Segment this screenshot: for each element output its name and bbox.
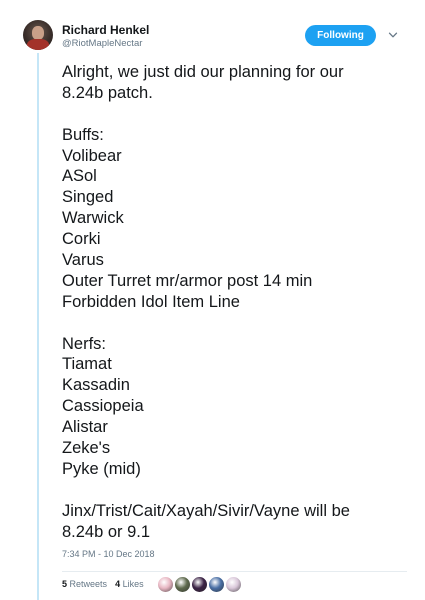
tweet-line: Nerfs: [62,334,107,353]
likes-count: 4 [115,579,121,589]
retweets-label: Retweets [69,579,108,589]
tweet-blank-line [62,313,407,334]
tweet-line: Corki [62,230,101,249]
avatar-shirt [27,39,49,50]
tweet-text: Alright, we just did our planning for ou… [62,62,407,542]
liker-avatar-3[interactable] [191,576,208,593]
tweet-line: Buffs: [62,125,104,144]
author-avatar[interactable] [23,20,53,50]
liker-avatar-4[interactable] [208,576,225,593]
thread-line [37,53,39,600]
tweet-line: Varus [62,251,104,270]
tweet-line: Cassiopeia [62,397,144,416]
tweet-line: ASol [62,167,97,186]
retweets-count: 5 [62,579,68,589]
tweet-line: 8.24b or 9.1 [62,522,151,541]
tweet-line: 8.24b patch. [62,83,153,102]
stats-divider [62,571,407,572]
tweet-line: Alistar [62,418,108,437]
following-button[interactable]: Following [305,25,376,46]
liker-avatar-5[interactable] [225,576,242,593]
likes-label: Likes [122,579,144,589]
retweets-stat[interactable]: 5 Retweets [62,579,107,589]
author-display-name[interactable]: Richard Henkel [62,23,150,37]
tweet-stats: 5 Retweets 4 Likes [62,579,144,589]
tweet-line: Forbidden Idol Item Line [62,292,240,311]
tweet-blank-line [62,104,407,125]
tweet-line: Pyke (mid) [62,459,141,478]
author-handle[interactable]: @RiotMapleNectar [62,38,143,49]
likes-stat[interactable]: 4 Likes [115,579,144,589]
tweet-line: Singed [62,188,114,207]
tweet-line: Jinx/Trist/Cait/Xayah/Sivir/Vayne will b… [62,501,350,520]
tweet-line: Alright, we just did our planning for ou… [62,63,344,81]
tweet-line: Warwick [62,209,124,228]
tweet-line: Tiamat [62,355,112,374]
tweet-line: Volibear [62,146,122,165]
tweet-timestamp[interactable]: 7:34 PM - 10 Dec 2018 [62,549,155,559]
tweet-blank-line [62,480,407,501]
liker-avatar-2[interactable] [174,576,191,593]
avatar-face [32,26,44,40]
liker-avatar-1[interactable] [157,576,174,593]
tweet-line: Kassadin [62,376,130,395]
tweet-line: Outer Turret mr/armor post 14 min [62,271,313,290]
chevron-down-icon[interactable] [388,30,398,40]
tweet-line: Zeke's [62,439,111,458]
